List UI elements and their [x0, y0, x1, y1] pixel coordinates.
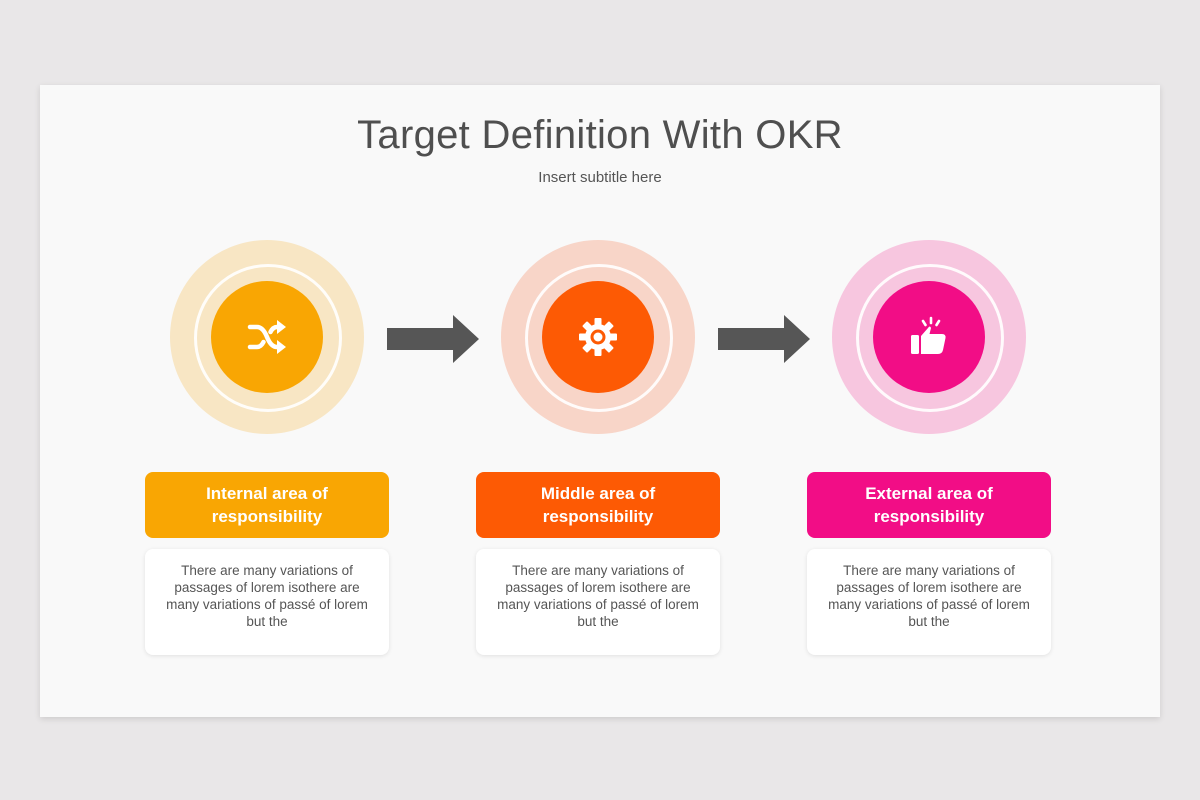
arrow-right-icon	[387, 315, 479, 363]
thumbs-up-icon	[911, 316, 946, 354]
step-external: External area of responsibility There ar…	[807, 85, 1051, 717]
slide-subtitle: Insert subtitle here	[538, 169, 662, 186]
slide-title: Target Definition With OKR	[357, 113, 843, 157]
step-icon-circle	[211, 281, 323, 393]
shuffle-icon	[247, 320, 286, 354]
step-halo	[832, 240, 1026, 434]
step-description: There are many variations of passages of…	[145, 549, 389, 655]
step-label: Middle area of responsibility	[476, 472, 720, 538]
step-icon-circle	[873, 281, 985, 393]
step-ring	[856, 264, 1004, 412]
step-label: External area of responsibility	[807, 472, 1051, 538]
step-description: There are many variations of passages of…	[807, 549, 1051, 655]
slide: Target Definition With OKR Insert subtit…	[40, 85, 1160, 717]
step-label: Internal area of responsibility	[145, 472, 389, 538]
step-icon-circle	[542, 281, 654, 393]
step-halo	[501, 240, 695, 434]
step-internal: Internal area of responsibility There ar…	[145, 85, 389, 717]
step-ring	[525, 264, 673, 412]
step-halo	[170, 240, 364, 434]
step-description: There are many variations of passages of…	[476, 549, 720, 655]
gear-icon	[579, 318, 617, 356]
step-ring	[194, 264, 342, 412]
step-middle: Middle area of responsibility There are …	[476, 85, 720, 717]
arrow-right-icon	[718, 315, 810, 363]
